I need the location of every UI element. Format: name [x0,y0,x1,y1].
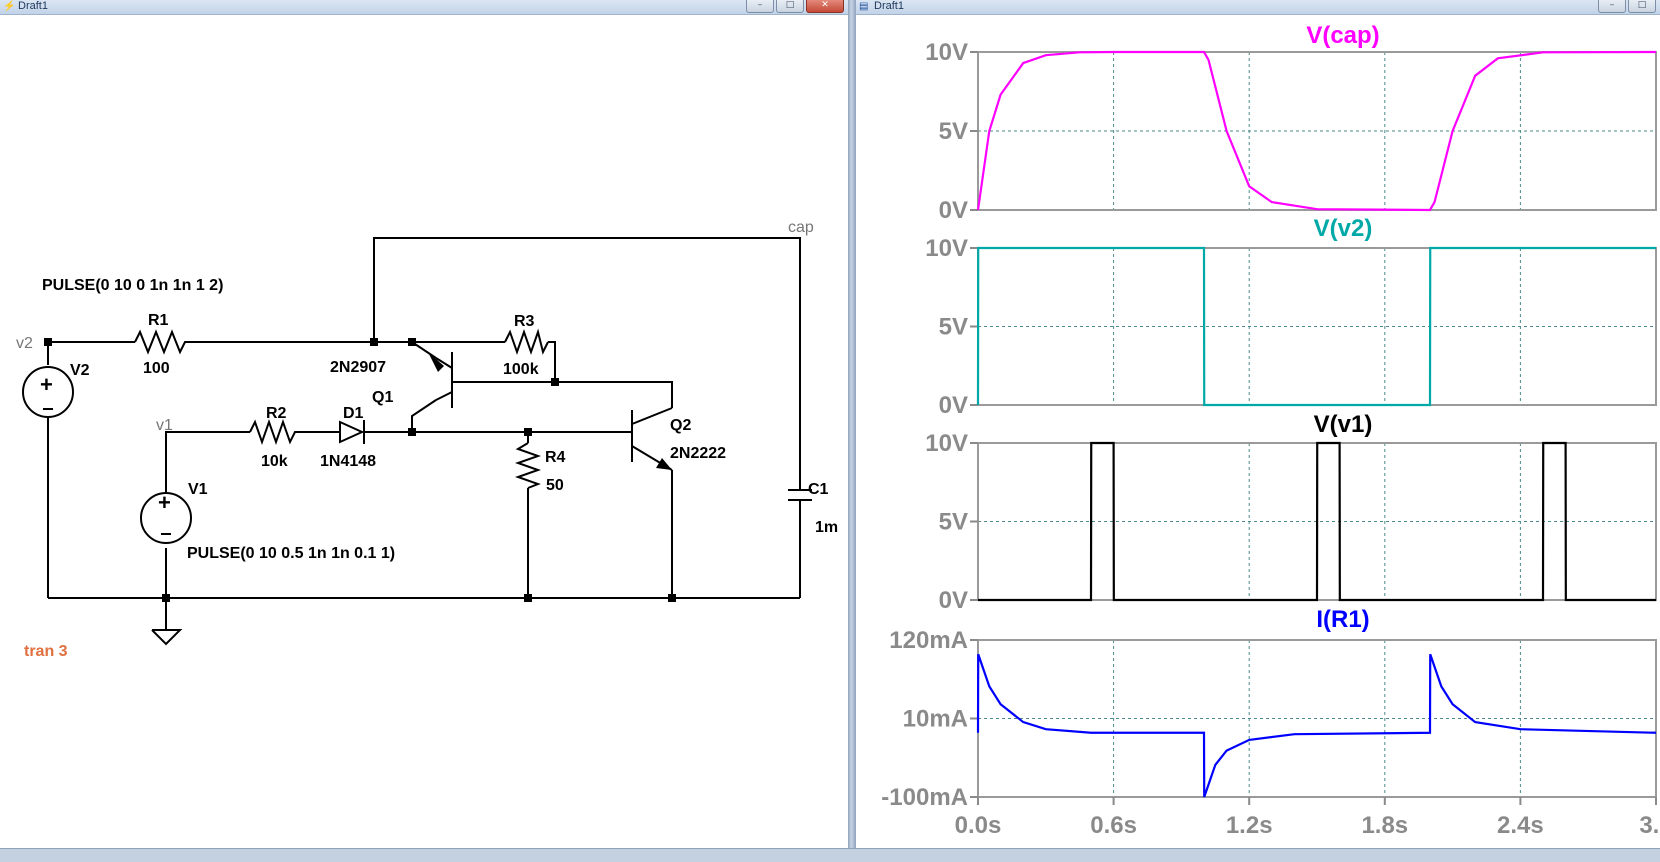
schematic-titlebar[interactable]: ⚡ Draft1 – □ ✕ [0,0,848,15]
maximize-button[interactable]: □ [1628,0,1656,13]
r1-value-label: 100 [143,360,170,377]
r3-name-label: R3 [514,313,535,330]
d1-model-label: 1N4148 [320,453,376,470]
r1-resistor[interactable] [134,329,190,355]
x-tick-label: 2.4s [1497,812,1544,839]
pane-title[interactable]: I(R1) [1316,606,1369,633]
q1-model-label: 2N2907 [330,359,386,376]
y-tick-label: 0V [939,197,968,224]
x-tick-label: 3.0 [1639,812,1660,839]
waveform-titlebar[interactable]: ▤ Draft1 – □ [856,0,1660,15]
junction-dots [44,338,676,602]
q2-model-label: 2N2222 [670,445,726,462]
x-tick-label: 0.0s [955,812,1002,839]
y-tick-label: 10mA [903,706,968,733]
v2-name-label: V2 [70,362,90,379]
net-label-cap: cap [788,219,814,236]
r4-name-label: R4 [545,449,566,466]
waveform-plot-area[interactable]: 10V 5V 0V V(cap) 10V 5V 0V V(v2) 10V 5V 0V V(v1) 120… [856,0,1660,861]
q2-name-label: Q2 [670,417,691,434]
r3-resistor[interactable] [504,328,549,356]
ground-symbol [151,629,183,646]
y-tick-label: 5V [939,314,968,341]
schematic-window[interactable]: ⚡ Draft1 – □ ✕ [0,0,848,861]
r2-resistor[interactable] [249,418,300,446]
net-label-v2: v2 [16,335,33,352]
y-tick-label: 10V [925,235,968,262]
net-label-v1: v1 [156,417,173,434]
schematic-canvas[interactable]: + + [0,0,848,861]
d1-name-label: D1 [343,405,364,422]
q2-transistor[interactable] [631,407,673,471]
v2-source[interactable]: + [22,366,74,418]
y-tick-label: 10V [925,39,968,66]
r2-name-label: R2 [266,405,287,422]
y-tick-label: 0V [939,587,968,614]
r1-name-label: R1 [148,312,169,329]
r3-value-label: 100k [503,361,539,378]
pane-title[interactable]: V(v2) [1314,215,1373,242]
minimize-button[interactable]: – [746,0,774,13]
wires [47,237,801,630]
q1-name-label: Q1 [372,389,393,406]
x-tick-label: 1.2s [1226,812,1273,839]
r4-resistor[interactable] [514,442,542,489]
trace-V(cap)[interactable] [976,50,1657,212]
v1-pulse-label: PULSE(0 10 0.5 1n 1n 0.1 1) [187,545,395,562]
window-divider[interactable] [848,0,856,861]
waveform-title: Draft1 [874,0,904,12]
svg-text:+: + [158,490,171,515]
schematic-title: Draft1 [18,0,48,12]
d1-diode[interactable] [339,420,365,444]
window-bottom-border [0,848,1660,862]
c1-name-label: C1 [808,481,829,498]
y-tick-label: 5V [939,509,968,536]
svg-text:+: + [40,372,53,397]
minimize-button[interactable]: – [1598,0,1626,13]
r2-value-label: 10k [261,453,288,470]
y-tick-label: -100mA [881,784,968,811]
q1-transistor[interactable] [428,352,453,408]
y-tick-label: 120mA [889,627,968,654]
pane-title[interactable]: V(cap) [1306,22,1379,49]
maximize-button[interactable]: □ [776,0,804,13]
v2-pulse-label: PULSE(0 10 0 1n 1n 1 2) [42,277,223,294]
ltspice-icon: ⚡ [3,1,16,12]
trace-V(v1)[interactable] [978,441,1656,602]
close-button[interactable]: ✕ [806,0,844,13]
v1-source[interactable]: + [140,490,192,544]
x-tick-label: 1.8s [1361,812,1408,839]
plot-window-icon: ▤ [859,1,869,12]
c1-value-label: 1m [815,519,838,536]
trace-I(R1)[interactable] [976,653,1657,798]
y-tick-label: 5V [939,118,968,145]
pane-title[interactable]: V(v1) [1314,411,1373,438]
v1-name-label: V1 [188,481,208,498]
c1-capacitor[interactable] [788,480,812,510]
y-tick-label: 0V [939,392,968,419]
trace-V(v2)[interactable] [976,246,1656,407]
tran-directive[interactable]: tran 3 [24,643,68,660]
y-tick-label: 10V [925,430,968,457]
r4-value-label: 50 [546,477,564,494]
x-tick-label: 0.6s [1090,812,1137,839]
